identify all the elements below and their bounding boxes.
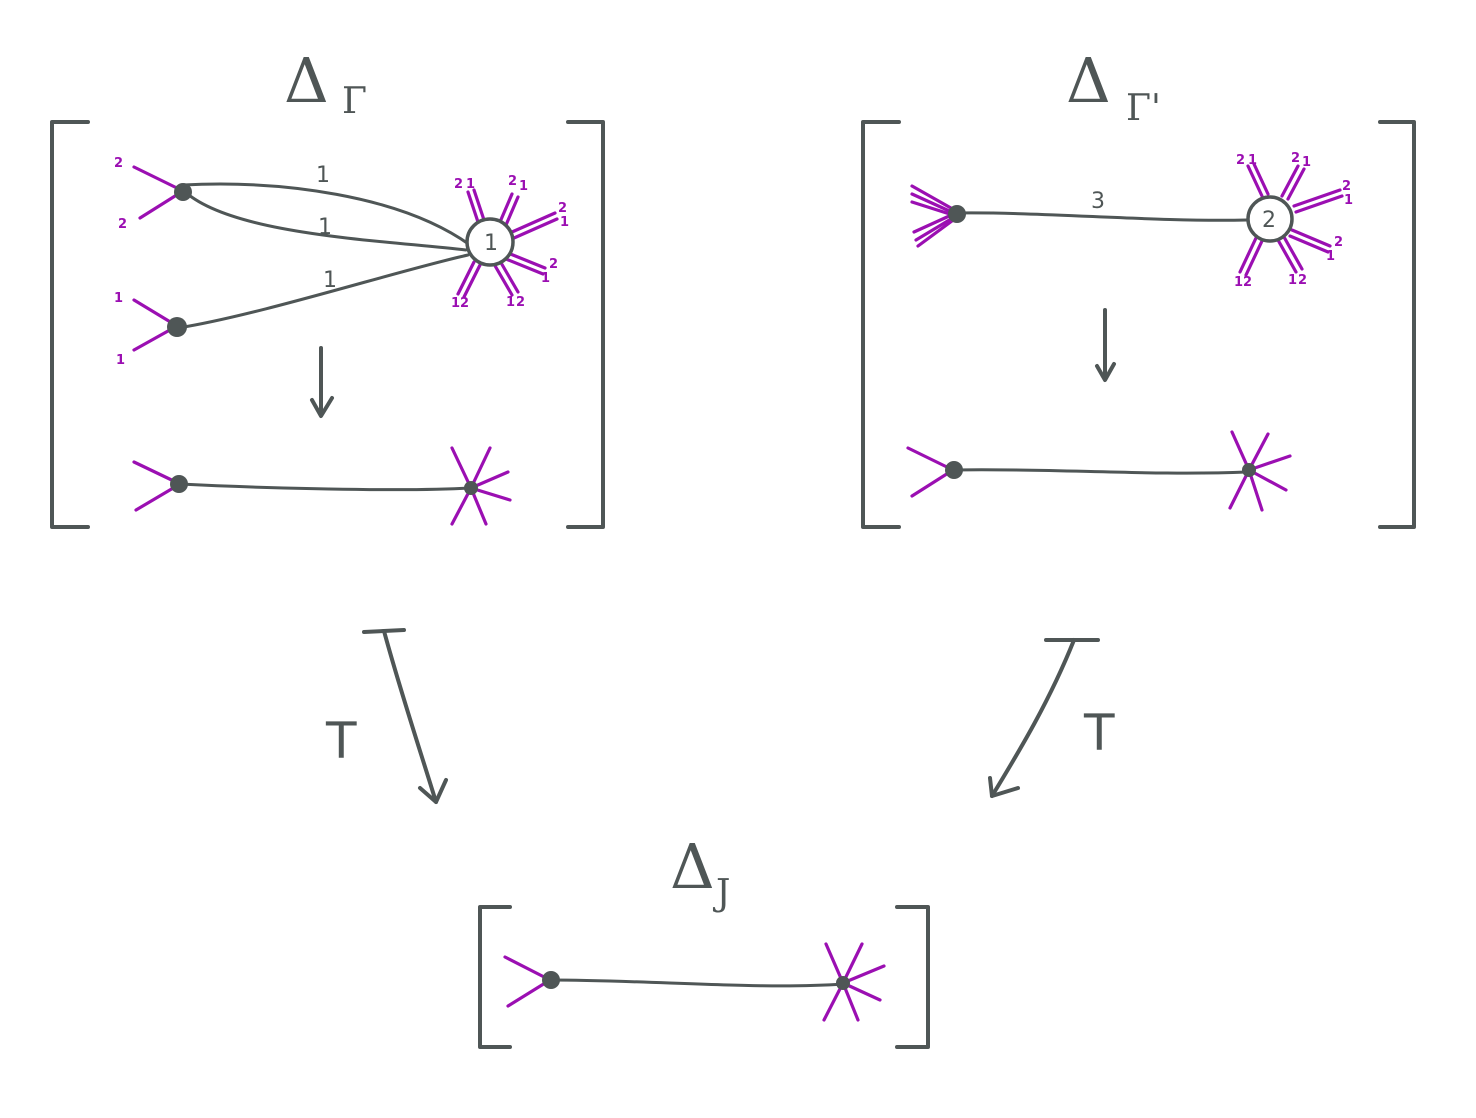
left-star-label-6: 1 — [560, 215, 569, 230]
left-bottom-graph-vertex — [170, 475, 188, 493]
panel-bottom-title-delta: Δ — [670, 830, 715, 903]
left-big-vertex-label: 1 — [484, 231, 498, 256]
map-left-shaft — [382, 629, 438, 804]
left-star-label-10: 2 — [516, 295, 525, 310]
panel-delta-j: Δ J — [478, 830, 930, 1049]
right-star-label-8: 1 — [1326, 249, 1335, 264]
right-bracket-close — [1378, 120, 1416, 529]
left-star-label-12: 2 — [460, 296, 469, 311]
right-top-left-vertex-legs — [910, 184, 960, 248]
right-top-left-vertex — [948, 205, 966, 223]
left-top-vertex — [174, 183, 192, 201]
right-bottom-graph-leg-upper — [906, 446, 955, 472]
left-edge-middle — [181, 188, 468, 252]
left-down-arrow — [310, 346, 334, 418]
map-right-shaft — [990, 638, 1076, 798]
panel-delta-gamma-prime: Δ Γ' 3 2 2 1 2 1 2 1 2 — [861, 44, 1416, 529]
right-star-label-6: 1 — [1344, 193, 1353, 208]
left-star-label-9: 1 — [506, 295, 515, 310]
bottom-graph-leg-upper — [503, 955, 552, 982]
panel-delta-gamma: Δ Γ 1 1 1 2 2 1 1 — [50, 44, 605, 529]
left-star-label-3: 2 — [508, 174, 517, 189]
right-big-vertex — [1246, 195, 1294, 243]
map-left-arrowhead — [418, 778, 448, 804]
left-bottom-graph-edge — [178, 482, 472, 492]
map-left-label: T — [325, 712, 357, 770]
left-edge-middle-label: 1 — [318, 215, 332, 240]
right-star-label-9: 1 — [1288, 273, 1297, 288]
right-star-label-7: 2 — [1334, 235, 1343, 250]
bottom-graph-leg-lower — [506, 978, 552, 1008]
left-bottom-vertex-leg-upper-label: 1 — [114, 291, 123, 306]
left-bottom-vertex — [167, 317, 187, 337]
left-bottom-vertex-leg-lower-label: 1 — [116, 353, 125, 368]
left-star-label-2: 1 — [466, 177, 475, 192]
right-bottom-graph-vertex — [945, 461, 963, 479]
panel-bottom-title-subscript: J — [712, 873, 730, 914]
left-big-vertex-legs — [456, 188, 559, 299]
left-bracket-open — [50, 120, 90, 529]
right-big-vertex-legs — [1238, 162, 1344, 277]
left-star-label-7: 2 — [549, 257, 558, 272]
right-big-vertex-label: 2 — [1262, 208, 1276, 233]
left-top-vertex-leg-lower-label: 2 — [118, 217, 127, 232]
right-star-label-2: 1 — [1248, 153, 1257, 168]
left-star-label-4: 1 — [519, 179, 528, 194]
right-top-edge-label: 3 — [1091, 189, 1105, 214]
right-bottom-graph-star-vertex — [1242, 463, 1256, 477]
left-bracket-close — [566, 120, 605, 529]
bottom-bracket-open — [478, 905, 512, 1049]
map-left-T: T — [325, 628, 448, 804]
panel-left-title-subscript: Γ — [342, 81, 367, 122]
left-big-vertex — [465, 217, 515, 267]
right-bottom-graph-edge — [951, 468, 1249, 475]
left-bottom-graph-star-legs — [450, 446, 512, 526]
bottom-graph-star-vertex — [836, 976, 850, 990]
right-star-label-3: 2 — [1291, 151, 1300, 166]
bottom-graph-star-legs — [822, 942, 886, 1022]
right-down-arrow — [1095, 308, 1116, 382]
left-top-vertex-leg-upper-label: 2 — [114, 156, 123, 171]
left-star-label-1: 2 — [454, 177, 463, 192]
map-right-T: T — [988, 638, 1115, 798]
left-bottom-graph-star-vertex — [464, 481, 478, 495]
left-edge-top — [181, 182, 472, 247]
right-star-label-1: 2 — [1236, 153, 1245, 168]
right-top-edge — [956, 211, 1249, 222]
left-star-label-11: 1 — [451, 296, 460, 311]
bottom-graph-vertex — [542, 971, 560, 989]
bottom-bracket-close — [895, 905, 930, 1049]
panel-right-title-delta: Δ — [1066, 44, 1111, 117]
left-star-label-5: 2 — [558, 201, 567, 216]
left-edge-bottom-label: 1 — [323, 268, 337, 293]
map-right-arrowhead — [988, 776, 1020, 798]
left-edge-top-label: 1 — [316, 163, 330, 188]
panel-left-title-delta: Δ — [284, 44, 329, 117]
bottom-graph-edge — [548, 978, 845, 988]
right-star-label-4: 1 — [1302, 155, 1311, 170]
right-bracket-open — [861, 120, 901, 529]
right-star-label-10: 2 — [1298, 273, 1307, 288]
left-edge-bottom — [176, 253, 470, 330]
map-right-label: T — [1083, 704, 1115, 762]
right-star-label-11: 1 — [1234, 275, 1243, 290]
left-star-label-8: 1 — [541, 271, 550, 286]
panel-right-title-subscript: Γ' — [1126, 88, 1161, 129]
left-top-vertex-leg-upper — [132, 165, 185, 193]
right-star-label-12: 2 — [1243, 275, 1252, 290]
right-star-label-5: 2 — [1342, 179, 1351, 194]
